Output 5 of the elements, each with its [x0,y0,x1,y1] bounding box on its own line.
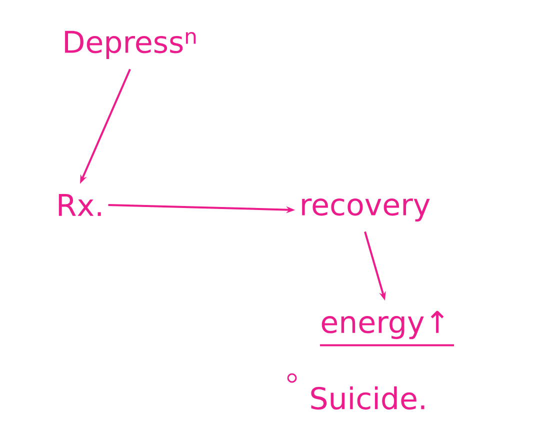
handwritten-text: energy↑ [322,310,444,340]
handwritten-text: Suicide. [311,386,424,410]
handwritten-text: recovery [302,198,430,222]
handwritten-text: Depress$^{n}$ [65,30,196,60]
handwritten-text: Rx. [58,194,101,216]
